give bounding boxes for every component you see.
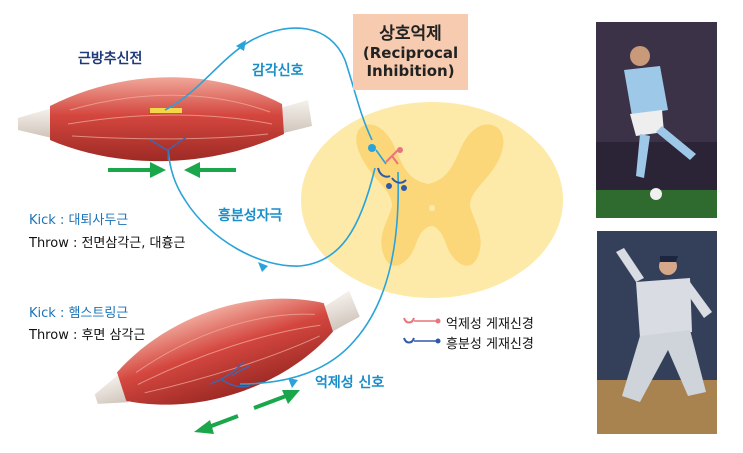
spindle-label: 근방추신전 xyxy=(78,48,142,68)
antagonist-muscle xyxy=(81,268,370,435)
inhibitory-signal-label: 억제성 신호 xyxy=(315,372,384,392)
excitatory-stimulus-label: 흥분성자극 xyxy=(218,205,282,225)
inhibitory-arrow xyxy=(288,378,298,388)
soccer-player-photo xyxy=(596,22,717,218)
legend-excitatory-label: 흥분성 게재신경 xyxy=(446,333,534,352)
title-english-line2: Inhibition) xyxy=(353,62,468,80)
sensory-signal-label: 감각신호 xyxy=(252,60,304,80)
agonist-throw-text: Throw : 전면삼각근, 대흉근 xyxy=(29,232,185,251)
legend-excitatory-icon xyxy=(404,338,441,344)
excitatory-arrow xyxy=(258,262,268,272)
title-box: 상호억제 (Reciprocal Inhibition) xyxy=(353,14,468,90)
antagonist-throw-text: Throw : 후면 삼각근 xyxy=(29,324,145,343)
agonist-kick-text: Kick : 대퇴사두근 xyxy=(29,209,128,228)
baseball-pitcher-photo xyxy=(597,231,717,434)
legend-inhibitory-label: 억제성 게재신경 xyxy=(446,313,534,332)
title-english-line1: (Reciprocal xyxy=(353,44,468,62)
spinal-cord xyxy=(301,102,563,298)
title-korean: 상호억제 xyxy=(353,19,468,44)
antagonist-kick-text: Kick : 햄스트링근 xyxy=(29,302,128,321)
legend-inhibitory-icon xyxy=(404,318,441,324)
